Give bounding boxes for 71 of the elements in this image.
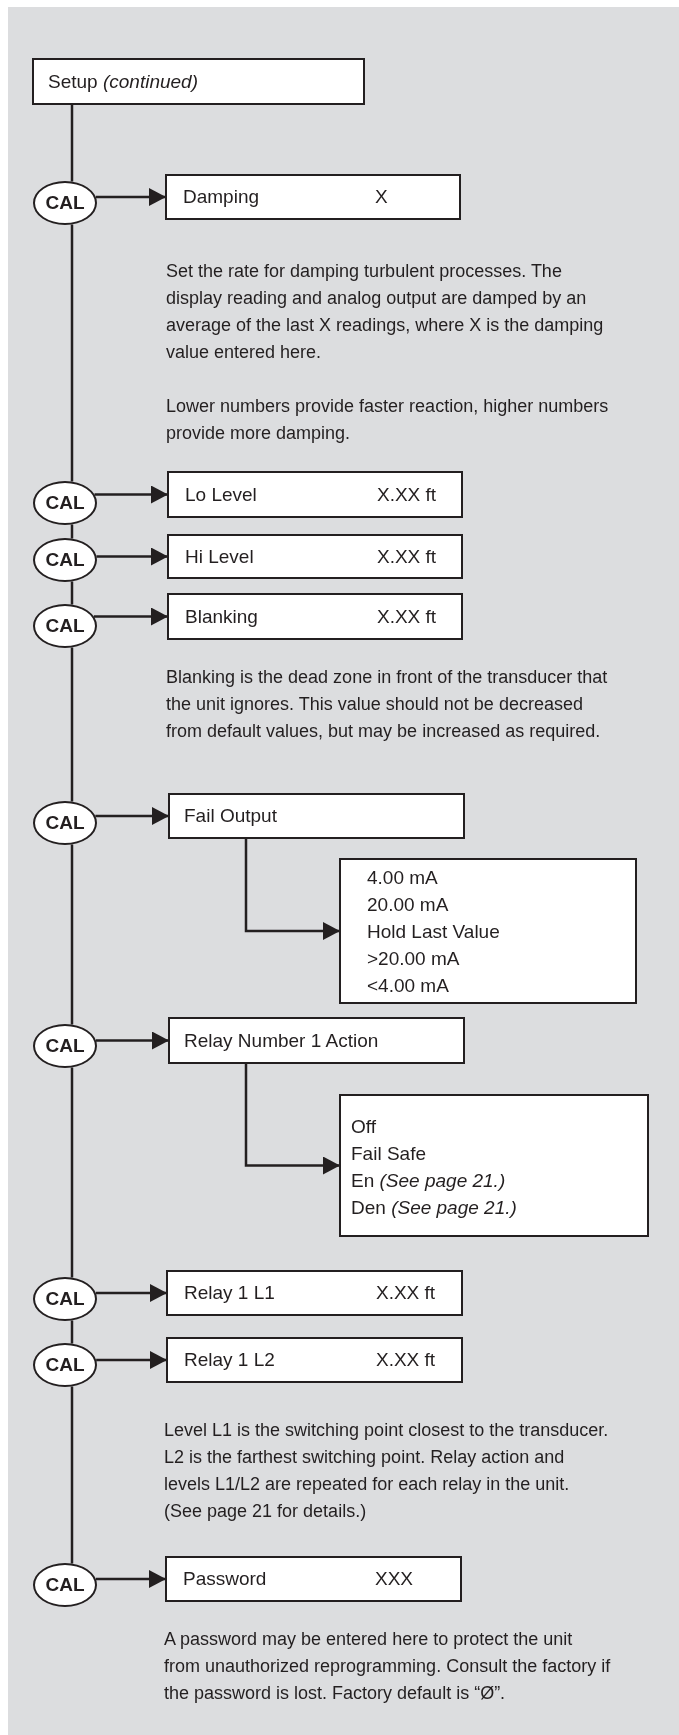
connector-line: [70, 105, 74, 182]
menu-box: [165, 174, 461, 220]
value-text: X.XX ft: [376, 1282, 436, 1304]
description-text: Set the rate for damping turbulent processes. The display reading and analog output are damped by an average of the last X readings, where X is the damping value entered here.: [166, 260, 605, 364]
key-label: CAL: [45, 1035, 85, 1057]
menu-box: [167, 534, 463, 579]
description-text: Blanking is the dead zone in front of the transducer that the unit ignores. This value should not be decreased from default values, but may be increased as required.: [166, 666, 609, 743]
option-text: 20.00 mA: [367, 893, 450, 917]
arrow: [95, 1570, 166, 1588]
option-text: Den (See page 21.): [351, 1196, 518, 1220]
menu-box: [168, 793, 465, 839]
menu-box: [166, 1337, 463, 1383]
arrow: [95, 188, 166, 206]
key-label: CAL: [45, 492, 85, 514]
menu-label: Blanking: [185, 605, 258, 628]
value-text: XXX: [375, 1568, 414, 1590]
menu-box: [166, 1270, 463, 1316]
menu-box: [32, 58, 365, 105]
menu-label: Lo Level: [185, 483, 257, 506]
arrow: [96, 547, 168, 566]
menu-label: Password: [183, 1568, 267, 1590]
arrow: [94, 485, 168, 504]
connector-line: [70, 844, 74, 1025]
connector-line: [70, 1067, 74, 1278]
arrow: [244, 1064, 340, 1175]
value-text: X.XX ft: [377, 605, 437, 628]
option-text: Off: [351, 1115, 377, 1139]
menu-label: Relay 1 L1: [184, 1282, 275, 1304]
arrow: [96, 1031, 169, 1050]
value-text: X: [375, 186, 388, 208]
menu-label: Hi Level: [185, 545, 254, 568]
menu-label: Fail Output: [184, 805, 277, 827]
description-text: Lower numbers provide faster reaction, higher numbers provide more damping.: [166, 395, 610, 445]
option-text: <4.00 mA: [367, 974, 450, 998]
arrow: [244, 839, 340, 940]
key-label: CAL: [45, 1574, 85, 1596]
menu-label: Relay Number 1 Action: [184, 1029, 379, 1052]
description-text: Level L1 is the switching point closest to the transducer. L2 is the farthest switching point. Relay action and levels L1/L2 are repeated for each relay in the unit. (See page 21 for details.): [164, 1419, 610, 1523]
option-text: Hold Last Value: [367, 920, 501, 944]
menu-label: Setup (continued): [48, 70, 198, 93]
connector-line: [70, 1386, 74, 1564]
arrow: [95, 1284, 167, 1302]
key-label: CAL: [45, 192, 85, 214]
option-list-box: [339, 1094, 649, 1237]
arrow: [93, 607, 168, 626]
key-label: CAL: [45, 549, 85, 571]
menu-label: Damping: [183, 186, 260, 208]
arrow: [95, 807, 169, 825]
connector-line: [70, 581, 74, 605]
value-text: X.XX ft: [376, 1349, 436, 1371]
menu-box: [167, 471, 463, 518]
key-label: CAL: [45, 1354, 85, 1376]
menu-label: Relay 1 L2: [184, 1349, 275, 1371]
connector-line: [70, 224, 74, 482]
connector-line: [70, 1320, 74, 1344]
option-list-box: [339, 858, 637, 1004]
option-text: 4.00 mA: [367, 866, 439, 890]
option-text: Fail Safe: [351, 1142, 427, 1166]
value-text: X.XX ft: [377, 483, 437, 506]
connector-line: [70, 647, 74, 802]
key-label: CAL: [45, 1288, 85, 1310]
option-text: En (See page 21.): [351, 1169, 507, 1193]
value-text: X.XX ft: [377, 545, 437, 568]
description-text: A password may be entered here to protect the unit from unauthorized reprogramming. Consult the factory if the password is lost. Factory default is “Ø”.: [164, 1628, 612, 1705]
menu-box: [167, 593, 463, 640]
key-label: CAL: [45, 812, 85, 834]
arrow: [96, 1351, 167, 1369]
menu-box: [168, 1017, 465, 1064]
menu-box: [165, 1556, 462, 1602]
key-label: CAL: [45, 615, 85, 637]
option-text: >20.00 mA: [367, 947, 461, 971]
